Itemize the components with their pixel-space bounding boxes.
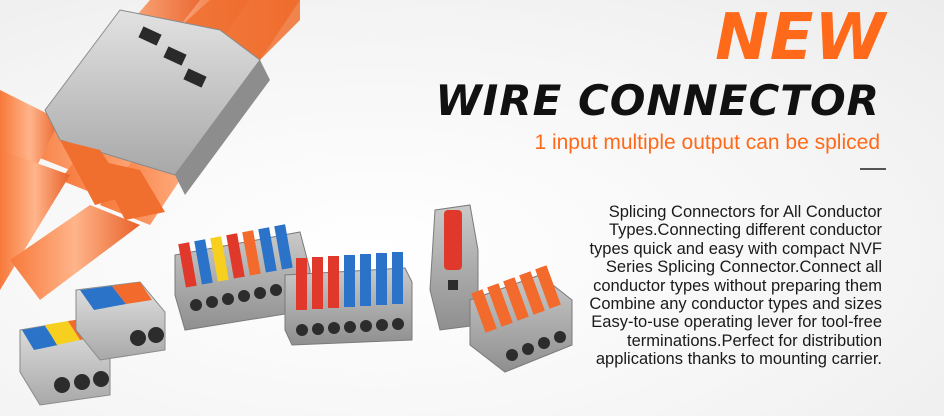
description-line: Easy-to-use operating lever for tool-fre… [591, 313, 882, 332]
headline-new: NEW [715, 1, 886, 75]
product-description: Splicing Connectors for All Conductor Ty… [542, 203, 882, 369]
subtitle: 1 input multiple output can be spliced [534, 131, 880, 154]
description-line: terminations.Perfect for distribution [627, 331, 882, 350]
divider [860, 168, 886, 170]
description-line: Splicing Connectors for All Conductor [608, 203, 882, 221]
connector-small-two-way [75, 281, 166, 361]
connector-orange [469, 265, 573, 373]
description-line: applications thanks to mounting carrier. [595, 350, 882, 369]
description-line: conductor types without preparing them [593, 276, 882, 295]
connector-multi-color [174, 224, 311, 331]
description-line: types quick and easy with compact NVF [589, 239, 882, 258]
connector-red-blue [284, 252, 413, 346]
description-line: Series Splicing Connector.Connect all [605, 258, 882, 277]
hero-connector-closeup [0, 0, 300, 300]
headline-wire-connector: WIRE CONNECTOR [435, 76, 880, 125]
connector-standing [429, 204, 479, 331]
description-line: Combine any conductor types and sizes [589, 295, 882, 314]
description-line: Types.Connecting different conductor [608, 221, 882, 240]
